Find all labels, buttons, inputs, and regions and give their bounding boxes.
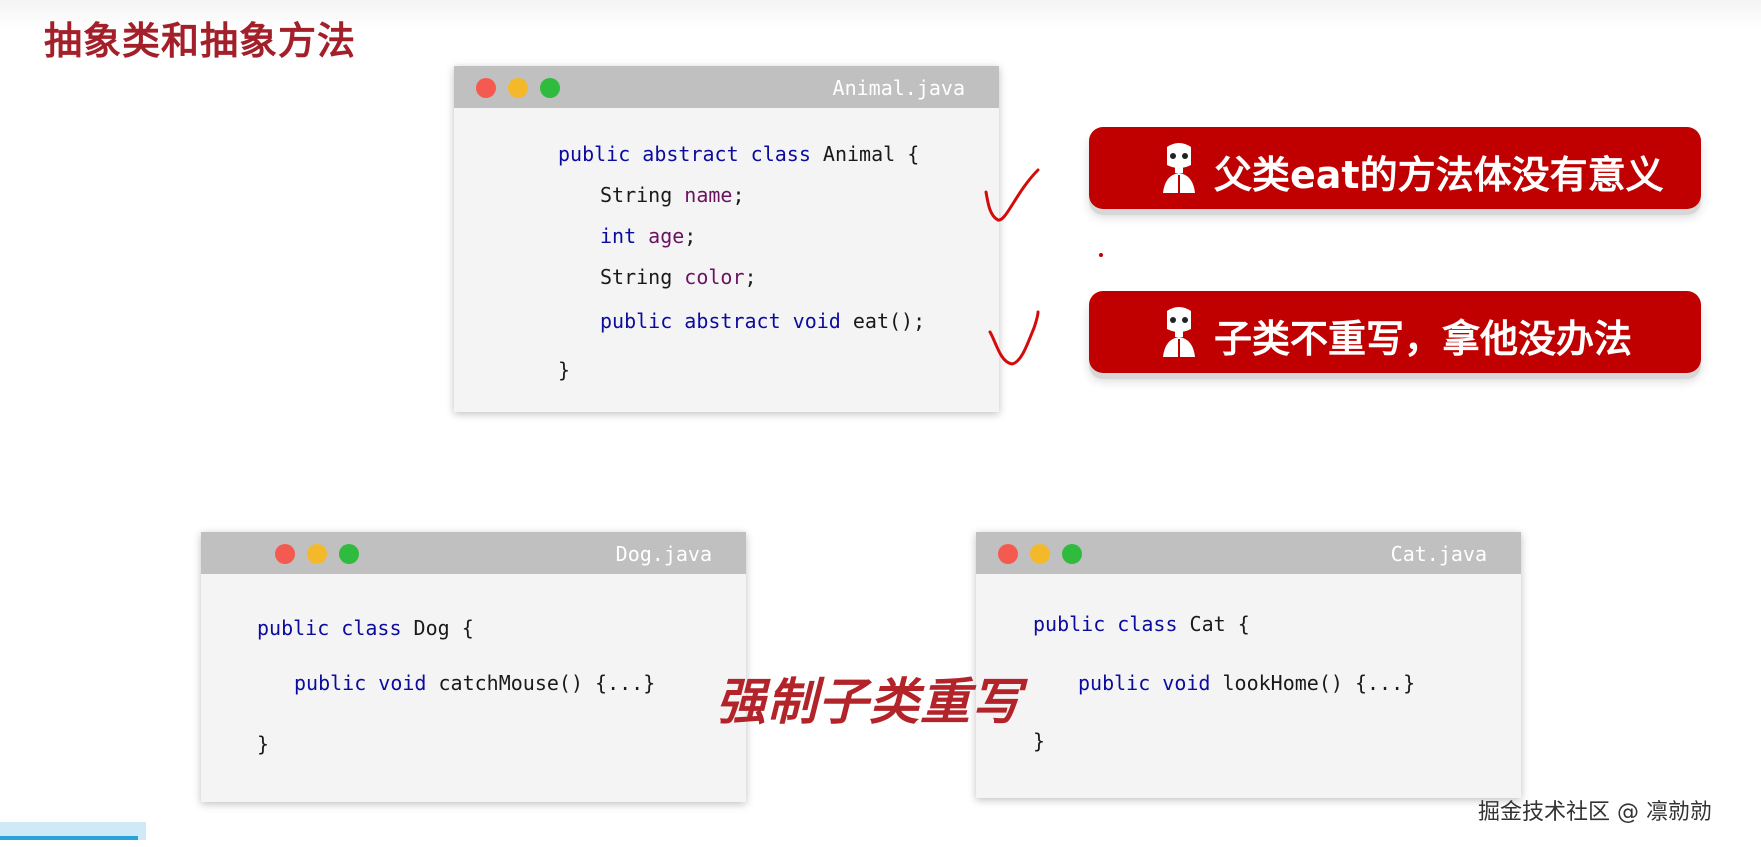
maximize-dot-icon[interactable] bbox=[1062, 544, 1082, 564]
maximize-dot-icon[interactable] bbox=[339, 544, 359, 564]
progress-bar bbox=[0, 836, 138, 840]
code-field: age bbox=[648, 224, 685, 248]
close-dot-icon[interactable] bbox=[275, 544, 295, 564]
code-text: Animal { bbox=[810, 142, 920, 166]
close-dot-icon[interactable] bbox=[476, 78, 496, 98]
minimize-dot-icon[interactable] bbox=[508, 78, 528, 98]
window-titlebar: Dog.java bbox=[201, 532, 746, 574]
progress-track bbox=[0, 822, 146, 840]
code-field: name bbox=[684, 183, 733, 207]
code-line: public abstract class Animal { bbox=[558, 142, 919, 166]
code-line: public abstract void eat(); bbox=[600, 309, 925, 333]
close-dot-icon[interactable] bbox=[998, 544, 1018, 564]
code-line: } bbox=[1033, 729, 1046, 753]
maximize-dot-icon[interactable] bbox=[540, 78, 560, 98]
minimize-dot-icon[interactable] bbox=[1030, 544, 1050, 564]
code-text: ; bbox=[744, 265, 757, 289]
banner-text: 子类不重写，拿他没办法 bbox=[1214, 317, 1633, 361]
code-keyword: public class bbox=[1033, 612, 1178, 636]
checkmark-icon bbox=[984, 168, 1040, 222]
code-line: int age; bbox=[600, 224, 696, 248]
code-line: public void lookHome() {...} bbox=[1078, 671, 1415, 695]
code-keyword: int bbox=[600, 224, 637, 248]
code-text: lookHome() {...} bbox=[1210, 671, 1416, 695]
page-title: 抽象类和抽象方法 bbox=[44, 19, 357, 63]
code-text: Dog { bbox=[401, 616, 474, 640]
stray-mark bbox=[1099, 253, 1103, 257]
robot-icon bbox=[1163, 143, 1195, 193]
window-filename: Dog.java bbox=[615, 542, 712, 566]
window-filename: Cat.java bbox=[1390, 542, 1487, 566]
top-gradient-band bbox=[0, 0, 1761, 30]
code-line: String name; bbox=[600, 183, 745, 207]
banner-text: 父类eat的方法体没有意义 bbox=[1214, 153, 1664, 197]
code-keyword: public void bbox=[1078, 671, 1211, 695]
code-keyword: public abstract void bbox=[600, 309, 841, 333]
code-keyword: public void bbox=[294, 671, 427, 695]
code-field: color bbox=[684, 265, 745, 289]
banner-parent-eat: 父类eat的方法体没有意义 bbox=[1089, 127, 1701, 209]
window-titlebar: Cat.java bbox=[976, 532, 1521, 574]
code-text: ; bbox=[684, 224, 697, 248]
dog-code-window: Dog.java public class Dog { public void … bbox=[201, 532, 746, 802]
code-text bbox=[636, 224, 648, 248]
window-filename: Animal.java bbox=[832, 76, 965, 100]
emphasis-text: 强制子类重写 bbox=[716, 673, 1022, 731]
window-titlebar: Animal.java bbox=[454, 66, 999, 108]
watermark: 掘金技术社区 @ 凛勍勍 bbox=[1478, 800, 1712, 825]
code-line: } bbox=[257, 732, 270, 756]
code-line: public void catchMouse() {...} bbox=[294, 671, 655, 695]
code-line: public class Dog { bbox=[257, 616, 474, 640]
minimize-dot-icon[interactable] bbox=[307, 544, 327, 564]
code-line: public class Cat { bbox=[1033, 612, 1250, 636]
checkmark-icon bbox=[988, 310, 1040, 366]
cat-code-window: Cat.java public class Cat { public void … bbox=[976, 532, 1521, 798]
animal-code-window: Animal.java public abstract class Animal… bbox=[454, 66, 999, 412]
code-text: eat(); bbox=[840, 309, 926, 333]
code-text: Cat { bbox=[1177, 612, 1250, 636]
code-keyword: public abstract class bbox=[558, 142, 811, 166]
code-type: String bbox=[600, 183, 685, 207]
code-text: catchMouse() {...} bbox=[426, 671, 656, 695]
code-text: ; bbox=[732, 183, 745, 207]
robot-icon bbox=[1163, 307, 1195, 357]
code-line: String color; bbox=[600, 265, 757, 289]
code-line: } bbox=[558, 358, 571, 382]
code-keyword: public class bbox=[257, 616, 402, 640]
code-type: String bbox=[600, 265, 685, 289]
banner-child-override: 子类不重写，拿他没办法 bbox=[1089, 291, 1701, 373]
